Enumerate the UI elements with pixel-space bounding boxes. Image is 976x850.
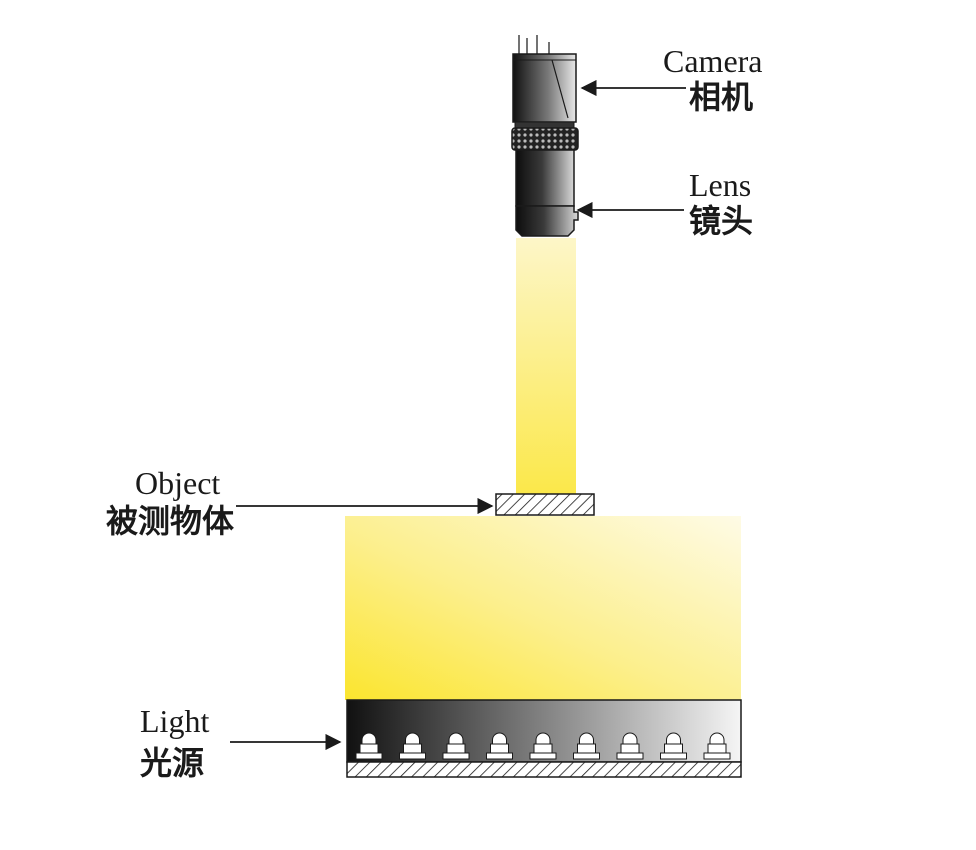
led-icon: [660, 732, 687, 760]
light-beam-narrow: [516, 238, 576, 494]
lens-label-cn: 镜头: [689, 202, 753, 240]
led-icon: [529, 732, 557, 760]
camera-label-cn: 相机: [689, 78, 753, 116]
led-icon: [573, 732, 600, 760]
light-label-en: Light: [140, 703, 209, 739]
light-beam-wide: [345, 516, 741, 700]
lens-label-en: Lens: [689, 167, 751, 203]
lens: [511, 127, 579, 237]
led-icon: [703, 732, 731, 760]
led-icon: [442, 732, 470, 760]
led-icon: [399, 732, 426, 760]
light-source: [346, 699, 742, 778]
light-base: [346, 761, 742, 778]
camera: [512, 35, 577, 129]
led-icon: [355, 732, 383, 760]
camera-label-en: Camera: [663, 43, 763, 79]
test-object: [495, 493, 595, 516]
led-row: [355, 732, 731, 760]
light-label-cn: 光源: [140, 744, 204, 782]
object-label-cn: 被测物体: [106, 502, 234, 540]
object-label-en: Object: [135, 465, 220, 501]
led-icon: [616, 732, 644, 760]
led-icon: [486, 732, 513, 760]
